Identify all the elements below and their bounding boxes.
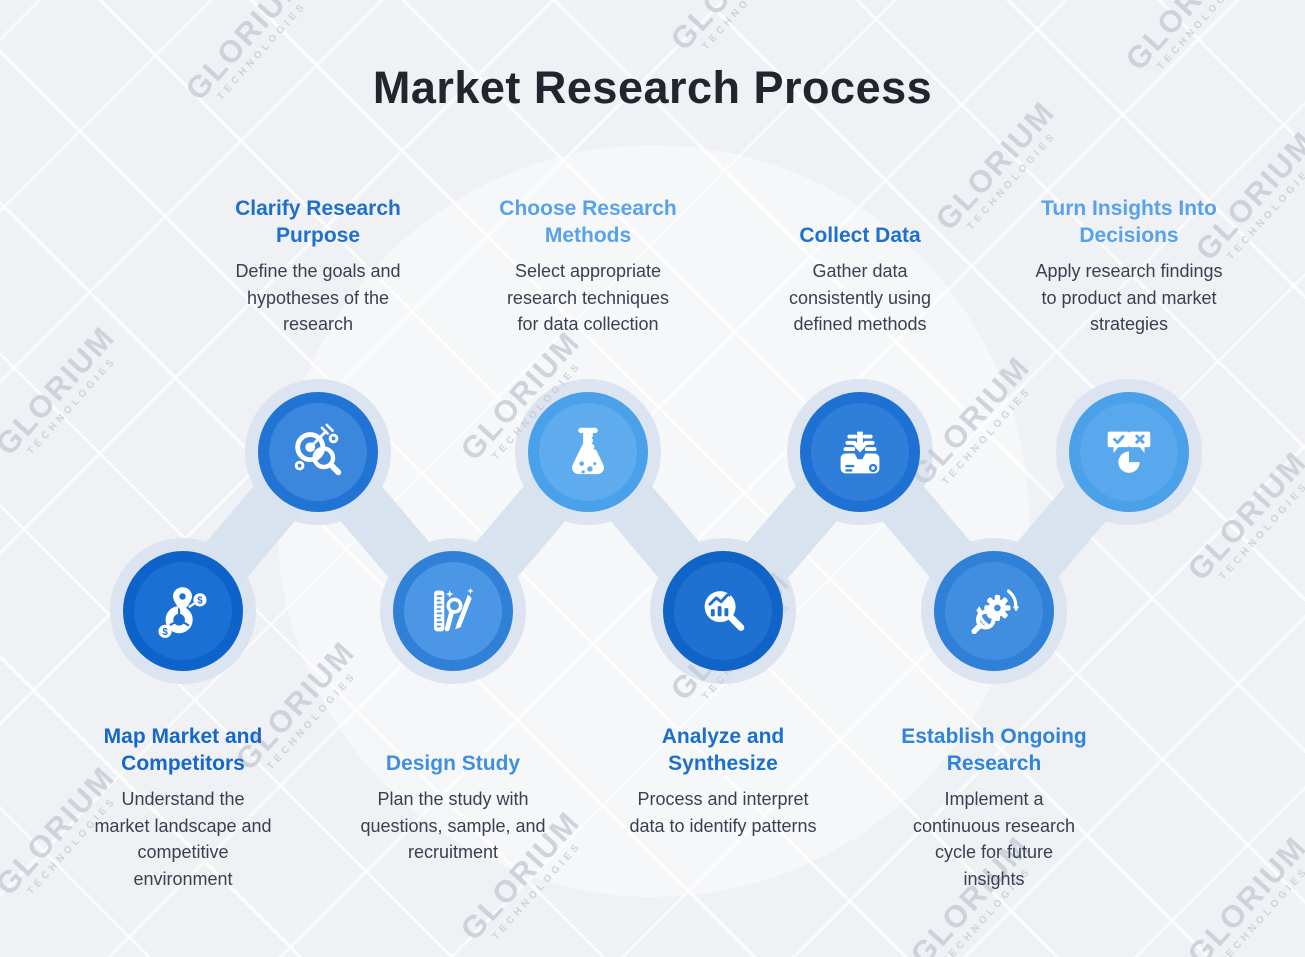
map-pin-chart-icon: $ $ xyxy=(158,587,207,638)
step-description: Process and interpret data to identify p… xyxy=(629,789,817,836)
step-description: Understand the market landscape and comp… xyxy=(94,789,272,889)
decision-bubbles-icon xyxy=(1107,431,1151,473)
step-circle xyxy=(934,551,1054,671)
ruler-pencil-magnifier-icon xyxy=(434,587,474,632)
step-description: Define the goals and hypotheses of the r… xyxy=(235,261,401,335)
step-title: Design Study xyxy=(385,752,521,776)
step-title: Collect Data xyxy=(799,224,921,248)
step-description: Select appropriate research techniques f… xyxy=(506,261,670,335)
step-circle xyxy=(258,392,378,512)
step-description: Implement a continuous research cycle fo… xyxy=(912,789,1076,889)
step-title: Map Market and Competitors xyxy=(103,724,263,776)
step-circle xyxy=(663,551,783,671)
svg-text:$: $ xyxy=(197,595,203,606)
inbox-download-icon xyxy=(840,431,880,474)
step-description: Apply research findings to product and m… xyxy=(1035,261,1223,335)
chart-magnifier-icon xyxy=(704,591,745,631)
watermark-line1: GLORIUM xyxy=(0,319,122,462)
step-title: Choose Research Methods xyxy=(499,196,677,248)
page-title: Market Research Process xyxy=(372,62,933,113)
step-description: Gather data consistently using defined m… xyxy=(788,261,932,335)
step-title: Clarify Research Purpose xyxy=(235,196,401,248)
step-circle xyxy=(1069,392,1189,512)
gear-cycle-magnifier-icon xyxy=(971,589,1020,635)
svg-text:$: $ xyxy=(162,627,168,638)
step-title: Establish Ongoing Research xyxy=(901,724,1087,776)
step-title: Turn Insights Into Decisions xyxy=(1041,196,1217,248)
step-circle xyxy=(528,392,648,512)
target-magnifier-icon xyxy=(294,423,342,476)
step-description: Plan the study with questions, sample, a… xyxy=(360,789,546,863)
flask-icon xyxy=(572,427,604,475)
step-circle: $ $ xyxy=(123,551,243,671)
step-title: Analyze and Synthesize xyxy=(661,724,785,776)
step-circle xyxy=(393,551,513,671)
step-circle xyxy=(800,392,920,512)
